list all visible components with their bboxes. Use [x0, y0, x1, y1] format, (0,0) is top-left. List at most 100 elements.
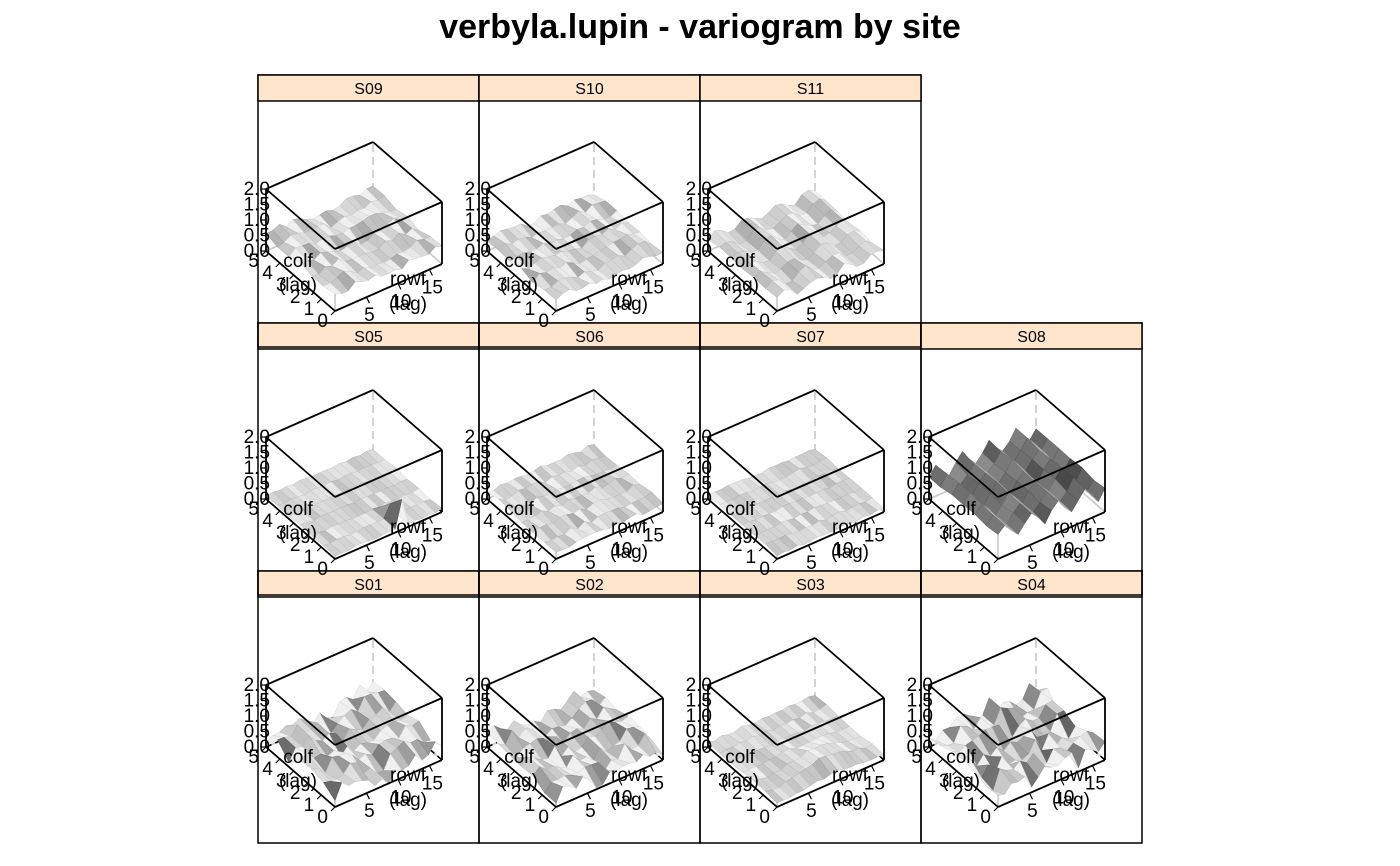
box-edge	[997, 759, 1106, 808]
rowf-tick-label: 5	[364, 305, 375, 326]
box-edge	[265, 188, 336, 250]
colf-tick-label: 5	[690, 251, 701, 272]
colf-tick-label: 2	[732, 783, 743, 804]
colf-axis-label-unit: (lag)	[279, 523, 317, 544]
rowf-tick-label: 15	[422, 774, 443, 795]
rowf-axis-label-unit: (lag)	[610, 542, 648, 563]
colf-axis-label-unit: (lag)	[500, 275, 538, 296]
colf-axis-label: colf	[725, 251, 755, 272]
colf-tick	[523, 782, 529, 788]
colf-tick	[758, 298, 764, 304]
colf-tick-label: 3	[718, 275, 729, 296]
colf-tick	[496, 510, 502, 516]
box-edge	[593, 637, 664, 699]
colf-tick-label: 1	[304, 547, 315, 568]
colf-tick	[979, 794, 985, 800]
colf-axis-label: colf	[283, 747, 313, 768]
colf-axis-label-unit: (lag)	[279, 275, 317, 296]
colf-tick-label: 5	[248, 747, 259, 768]
box-edge	[334, 263, 443, 312]
rowf-tick	[586, 792, 592, 800]
colf-tick-label: 0	[980, 559, 991, 580]
colf-tick	[772, 806, 778, 812]
colf-tick	[482, 250, 488, 256]
box-edge	[372, 141, 443, 203]
strip-label: S05	[354, 329, 383, 346]
colf-tick	[302, 286, 308, 292]
z-tick-label: 0.5	[465, 474, 491, 495]
colf-axis-label-unit: (lag)	[721, 275, 759, 296]
box-edge	[486, 637, 595, 686]
z-tick-label: 0.5	[465, 722, 491, 743]
box-edge	[776, 201, 885, 250]
rowf-axis-label-unit: (lag)	[610, 294, 648, 315]
z-tick-label: 2.0	[244, 675, 270, 696]
colf-tick-label: 3	[939, 523, 950, 544]
strip-label: S09	[354, 81, 383, 98]
z-tick-label: 0.5	[907, 474, 933, 495]
rowf-tick	[1028, 792, 1034, 800]
colf-tick-label: 5	[469, 251, 480, 272]
colf-tick-label: 1	[525, 299, 536, 320]
z-tick-label: 0.5	[686, 722, 712, 743]
colf-tick-label: 0	[317, 311, 328, 332]
strip-background	[478, 570, 701, 598]
z-tick-label: 0.0	[465, 489, 491, 510]
surface-facet	[764, 789, 785, 804]
colf-tick	[496, 262, 502, 268]
z-tick-label: 0.0	[907, 737, 933, 758]
colf-axis-label: colf	[283, 251, 313, 272]
rowf-tick	[365, 792, 371, 800]
colf-tick-label: 3	[497, 523, 508, 544]
rowf-tick-label: 15	[643, 278, 664, 299]
box-edge	[707, 746, 778, 808]
rowf-tick-label: 15	[643, 774, 664, 795]
z-tick-label: 1.0	[907, 706, 933, 727]
strip-background	[478, 74, 701, 102]
colf-tick	[965, 534, 971, 540]
z-tick-label: 1.5	[686, 691, 712, 712]
rowf-tick	[397, 531, 402, 538]
rowf-tick	[397, 779, 402, 786]
box-edge	[707, 637, 816, 686]
box-edge	[555, 697, 664, 746]
box-edge	[928, 684, 999, 746]
surface-facet	[544, 781, 564, 804]
colf-tick-label: 4	[704, 511, 715, 532]
z-tick-label: 0.0	[244, 489, 270, 510]
colf-tick-label: 0	[759, 311, 770, 332]
box-edge	[928, 637, 1037, 686]
box-edge	[776, 759, 885, 808]
rowf-tick	[586, 544, 592, 552]
box-edge	[776, 449, 885, 498]
colf-tick	[717, 262, 723, 268]
rowf-tick-label: 5	[806, 801, 817, 822]
box-edge	[928, 498, 999, 560]
panel-s11: S110.00.51.01.52.001234551015colf(lag)ro…	[686, 74, 922, 348]
rowf-tick	[807, 544, 813, 552]
rowf-tick	[365, 296, 371, 304]
z-tick-label: 1.0	[465, 458, 491, 479]
box-edge	[928, 436, 999, 498]
colf-tick-label: 4	[483, 263, 494, 284]
z-tick-label: 1.5	[244, 195, 270, 216]
strip-background	[920, 322, 1143, 350]
z-tick-label: 0.0	[907, 489, 933, 510]
rowf-axis-label-unit: (lag)	[389, 294, 427, 315]
colf-tick-label: 3	[939, 771, 950, 792]
box-edge	[814, 637, 885, 699]
z-tick-label: 2.0	[686, 179, 712, 200]
strip-label: S07	[796, 329, 825, 346]
panel-s04: S040.00.51.01.52.001234551015colf(lag)ro…	[907, 570, 1143, 844]
box-edge	[265, 746, 336, 808]
colf-tick-label: 4	[704, 263, 715, 284]
z-tick-label: 0.0	[686, 737, 712, 758]
z-tick-label: 2.0	[244, 427, 270, 448]
box-edge	[593, 141, 664, 203]
box-edge	[334, 449, 443, 498]
rowf-tick-label: 5	[585, 801, 596, 822]
rowf-tick-label: 10	[1053, 787, 1074, 808]
colf-tick-label: 5	[469, 747, 480, 768]
colf-tick-label: 1	[304, 299, 315, 320]
